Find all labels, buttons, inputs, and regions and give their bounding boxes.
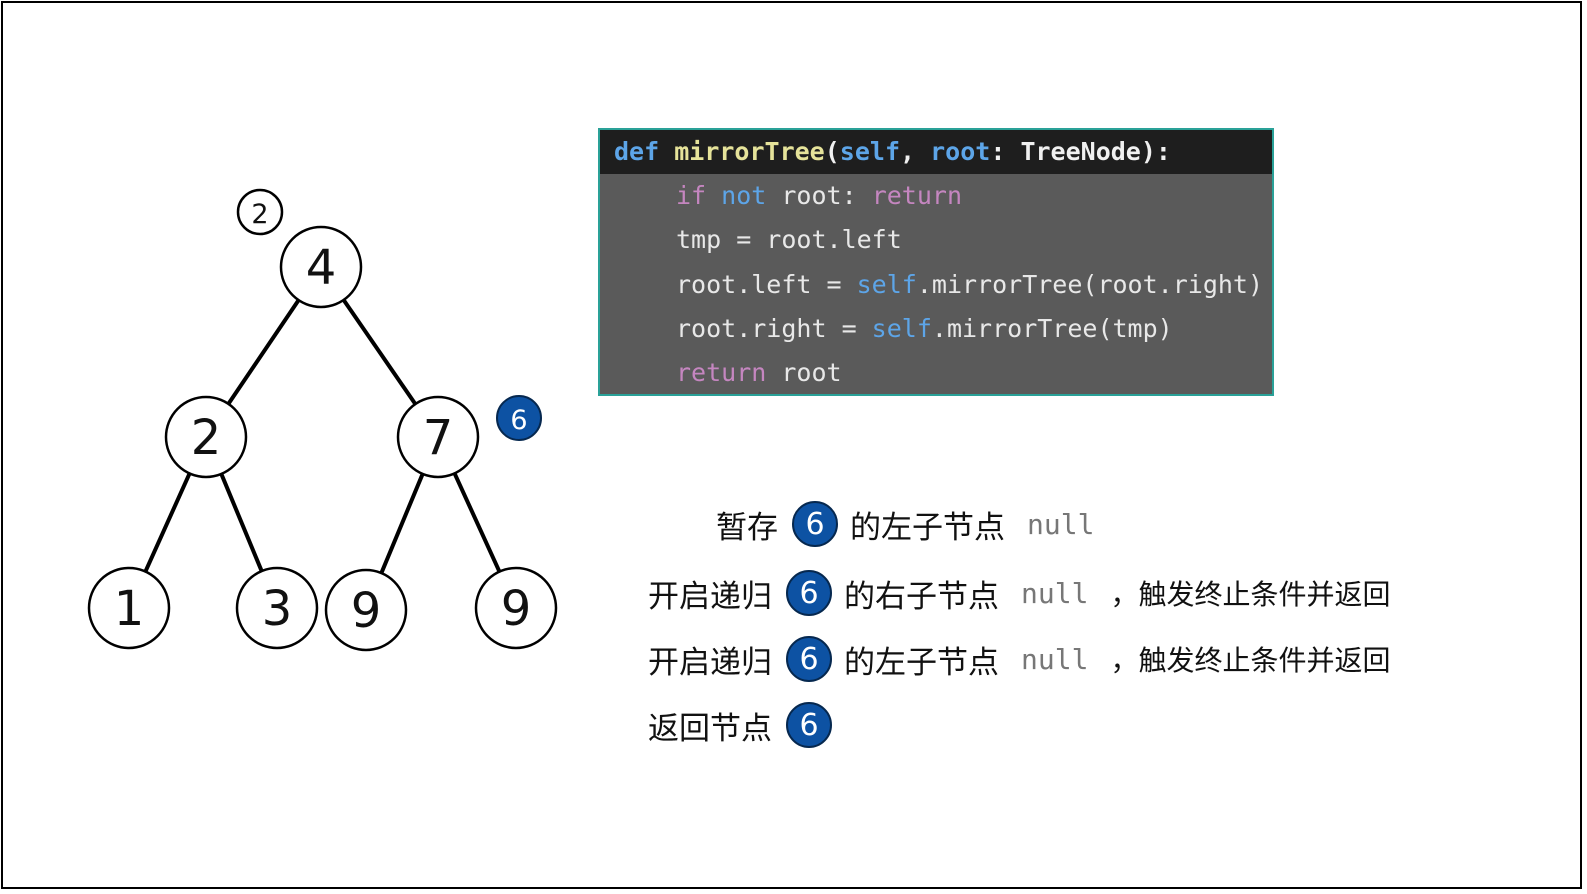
step-3-suffix: 的左子节点 bbox=[844, 644, 999, 681]
tree-node-right: 7 bbox=[396, 395, 480, 479]
code-open-paren: ( bbox=[824, 137, 840, 166]
step-marker-right-label: 6 bbox=[510, 405, 527, 436]
step-4-node-badge: 6 bbox=[786, 702, 832, 748]
step-3-tail: ，触发终止条件并返回 bbox=[1110, 644, 1391, 677]
code-if-condition: root: bbox=[766, 181, 872, 210]
tree-node-left-left: 1 bbox=[87, 566, 171, 650]
tree-node-right-right: 9 bbox=[474, 566, 558, 650]
code-line-if: if not root: return bbox=[600, 174, 962, 218]
step-marker-root-label: 2 bbox=[251, 199, 268, 230]
step-marker-root: 2 bbox=[236, 188, 284, 236]
code-left-target: root.left = bbox=[676, 270, 857, 299]
step-2-suffix: 的右子节点 bbox=[844, 578, 999, 615]
tree-node-right-left: 9 bbox=[324, 568, 408, 652]
code-line-left-assign: root.left = self.mirrorTree(root.right) bbox=[600, 263, 1263, 307]
code-root-param: root bbox=[930, 137, 991, 166]
step-1-node-badge: 6 bbox=[792, 501, 838, 547]
tree-node-label: 3 bbox=[262, 581, 293, 637]
tree-node-circle bbox=[87, 566, 171, 650]
step-4-prefix: 返回节点 bbox=[648, 710, 772, 747]
code-self-param: self bbox=[839, 137, 901, 166]
code-not-keyword: not bbox=[706, 181, 767, 210]
step-2: 开启递归 6 的右子节点 null ，触发终止条件并返回 bbox=[648, 568, 1390, 618]
tree-node-label: 2 bbox=[191, 410, 222, 466]
code-line-def: def mirrorTree(self, root: TreeNode): bbox=[600, 130, 1272, 174]
code-function-name: mirrorTree bbox=[674, 137, 825, 166]
code-type-annotation: : TreeNode): bbox=[990, 137, 1171, 166]
code-self-ref: self bbox=[871, 314, 932, 343]
tree-node-label: 1 bbox=[114, 581, 145, 637]
code-mirror-call-right: .mirrorTree(root.right) bbox=[916, 270, 1264, 299]
step-2-prefix: 开启递归 bbox=[648, 578, 772, 615]
tree-node-circle bbox=[279, 225, 363, 309]
binary-tree: 4 2 7 1 3 9 9 2 6 bbox=[87, 188, 558, 652]
tree-edge-root-right bbox=[342, 298, 417, 406]
step-2-node-badge: 6 bbox=[786, 570, 832, 616]
step-1-prefix: 暂存 bbox=[716, 509, 778, 546]
code-return-keyword: return bbox=[676, 358, 767, 387]
tree-node-circle bbox=[235, 566, 319, 650]
tree-edge-right-right-right bbox=[452, 472, 502, 573]
code-if-keyword: if bbox=[676, 181, 707, 210]
step-2-null: null bbox=[1021, 576, 1089, 610]
code-line-return: return root bbox=[600, 351, 842, 394]
step-3-null: null bbox=[1021, 642, 1089, 676]
step-3-prefix: 开启递归 bbox=[648, 644, 772, 681]
code-return-value: root bbox=[766, 358, 842, 387]
code-return-keyword: return bbox=[871, 181, 962, 210]
tree-edge-left-left-right bbox=[219, 473, 264, 572]
step-3-node-badge: 6 bbox=[786, 636, 832, 682]
code-right-target: root.right = bbox=[676, 314, 872, 343]
tree-edge-right-right-left bbox=[379, 473, 425, 574]
tree-node-left-right: 3 bbox=[235, 566, 319, 650]
tree-node-label: 9 bbox=[501, 581, 532, 637]
tree-node-circle bbox=[474, 566, 558, 650]
code-mirror-call-tmp: .mirrorTree(tmp) bbox=[931, 314, 1173, 343]
code-comma: , bbox=[900, 137, 931, 166]
code-self-ref: self bbox=[856, 270, 917, 299]
tree-node-circle bbox=[164, 395, 248, 479]
step-1-null: null bbox=[1027, 507, 1095, 541]
tree-node-circle bbox=[396, 395, 480, 479]
tree-edge-left-left-left bbox=[143, 472, 192, 573]
step-3: 开启递归 6 的左子节点 null ，触发终止条件并返回 bbox=[648, 634, 1390, 684]
tree-node-circle bbox=[324, 568, 408, 652]
tree-node-left: 2 bbox=[164, 395, 248, 479]
tree-node-label: 9 bbox=[351, 583, 382, 639]
step-marker-right: 6 bbox=[496, 395, 542, 441]
tree-node-label: 7 bbox=[423, 410, 454, 466]
tree-node-root: 4 bbox=[279, 225, 363, 309]
step-1: 暂存 6 的左子节点 null bbox=[716, 499, 1094, 549]
code-line-right-assign: root.right = self.mirrorTree(tmp) bbox=[600, 307, 1173, 351]
tree-edge-root-left bbox=[226, 299, 301, 405]
code-line-tmp: tmp = root.left bbox=[676, 225, 902, 254]
tree-node-label: 4 bbox=[306, 240, 337, 296]
code-def-keyword: def bbox=[614, 137, 660, 166]
step-4: 返回节点 6 bbox=[648, 700, 844, 750]
code-panel: def mirrorTree(self, root: TreeNode): if… bbox=[598, 128, 1274, 396]
step-2-tail: ，触发终止条件并返回 bbox=[1110, 578, 1391, 611]
step-1-suffix: 的左子节点 bbox=[850, 509, 1005, 546]
